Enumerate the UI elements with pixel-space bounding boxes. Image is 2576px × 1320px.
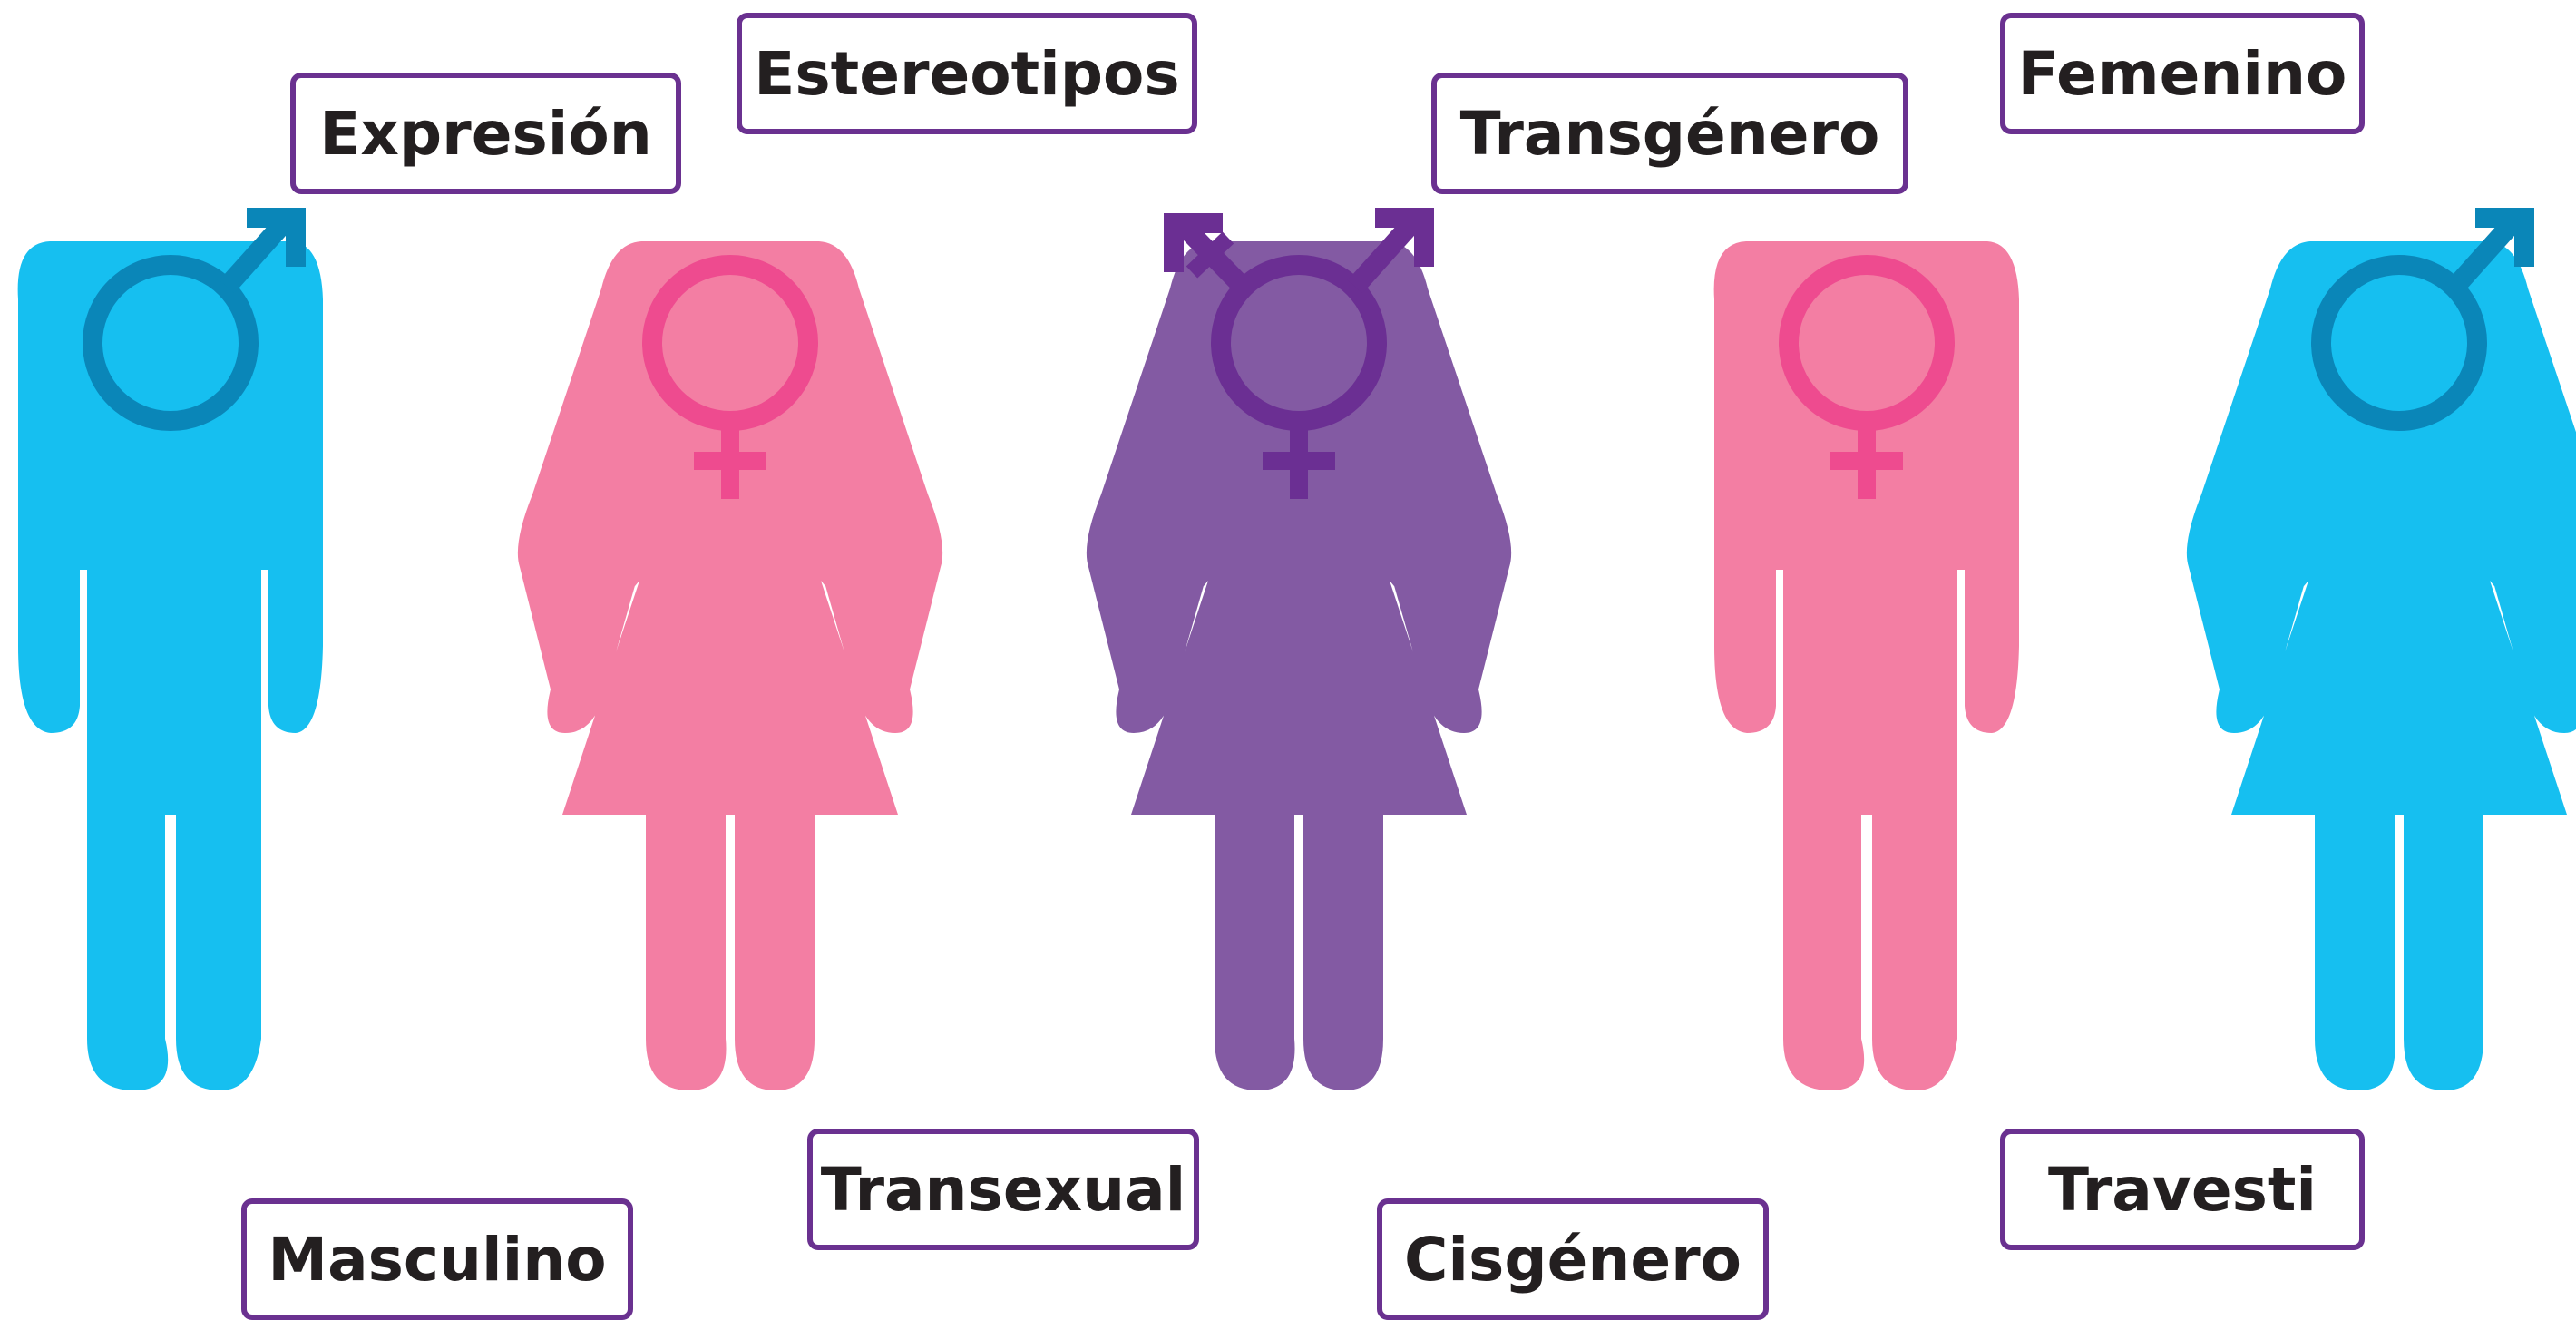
male-symbol-icon [83,208,306,431]
male-symbol-icon [2311,208,2534,431]
label-expresion: Expresión [290,73,681,194]
male-figure [17,208,323,1090]
female-symbol-icon [642,255,818,499]
label-estereotipos: Estereotipos [737,13,1197,134]
transgender-symbol-icon [1164,208,1434,499]
label-femenino: Femenino [2000,13,2365,134]
male-figure [1713,241,2019,1090]
female-figure [1086,208,1512,1090]
label-travesti: Travesti [2000,1129,2365,1250]
female-symbol-icon [1779,255,1955,499]
label-transgenero: Transgénero [1431,73,1908,194]
label-masculino: Masculino [241,1198,633,1320]
female-figure [517,241,943,1090]
female-figure [2186,208,2576,1090]
label-cisgenero: Cisgénero [1377,1198,1769,1320]
label-transexual: Transexual [807,1129,1199,1250]
